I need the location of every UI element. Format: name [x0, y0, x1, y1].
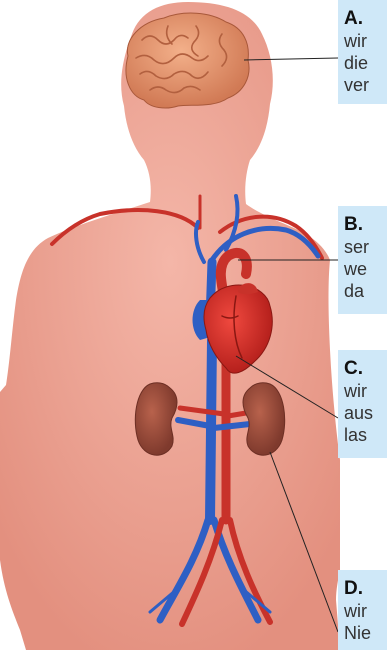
inferior-vena-cava: [210, 340, 212, 520]
callout-a-letter: A.: [344, 8, 387, 30]
callout-b-line-3: da: [344, 280, 387, 302]
brain-illustration: [126, 13, 249, 108]
callout-b-letter: B.: [344, 214, 387, 236]
callout-b: B. ser we da: [338, 206, 387, 314]
callout-a-line-2: die: [344, 52, 387, 74]
callout-d-line-1: wir: [344, 600, 387, 622]
callout-c-line-1: wir: [344, 380, 387, 402]
callout-a-line-1: wir: [344, 30, 387, 52]
callout-b-line-1: ser: [344, 236, 387, 258]
kidney-left: [135, 383, 177, 455]
callout-a-line-3: ver: [344, 74, 387, 96]
callout-c-line-3: las: [344, 424, 387, 446]
callout-c-line-2: aus: [344, 402, 387, 424]
callout-d-letter: D.: [344, 578, 387, 600]
renal-vein-right: [214, 424, 250, 428]
kidney-right: [243, 383, 285, 455]
callout-d-line-2: Nie: [344, 622, 387, 644]
callout-d: D. wir Nie: [338, 570, 387, 650]
callout-c: C. wir aus las: [338, 350, 387, 458]
callout-a: A. wir die ver: [338, 0, 387, 104]
callout-c-letter: C.: [344, 358, 387, 380]
callout-b-line-2: we: [344, 258, 387, 280]
